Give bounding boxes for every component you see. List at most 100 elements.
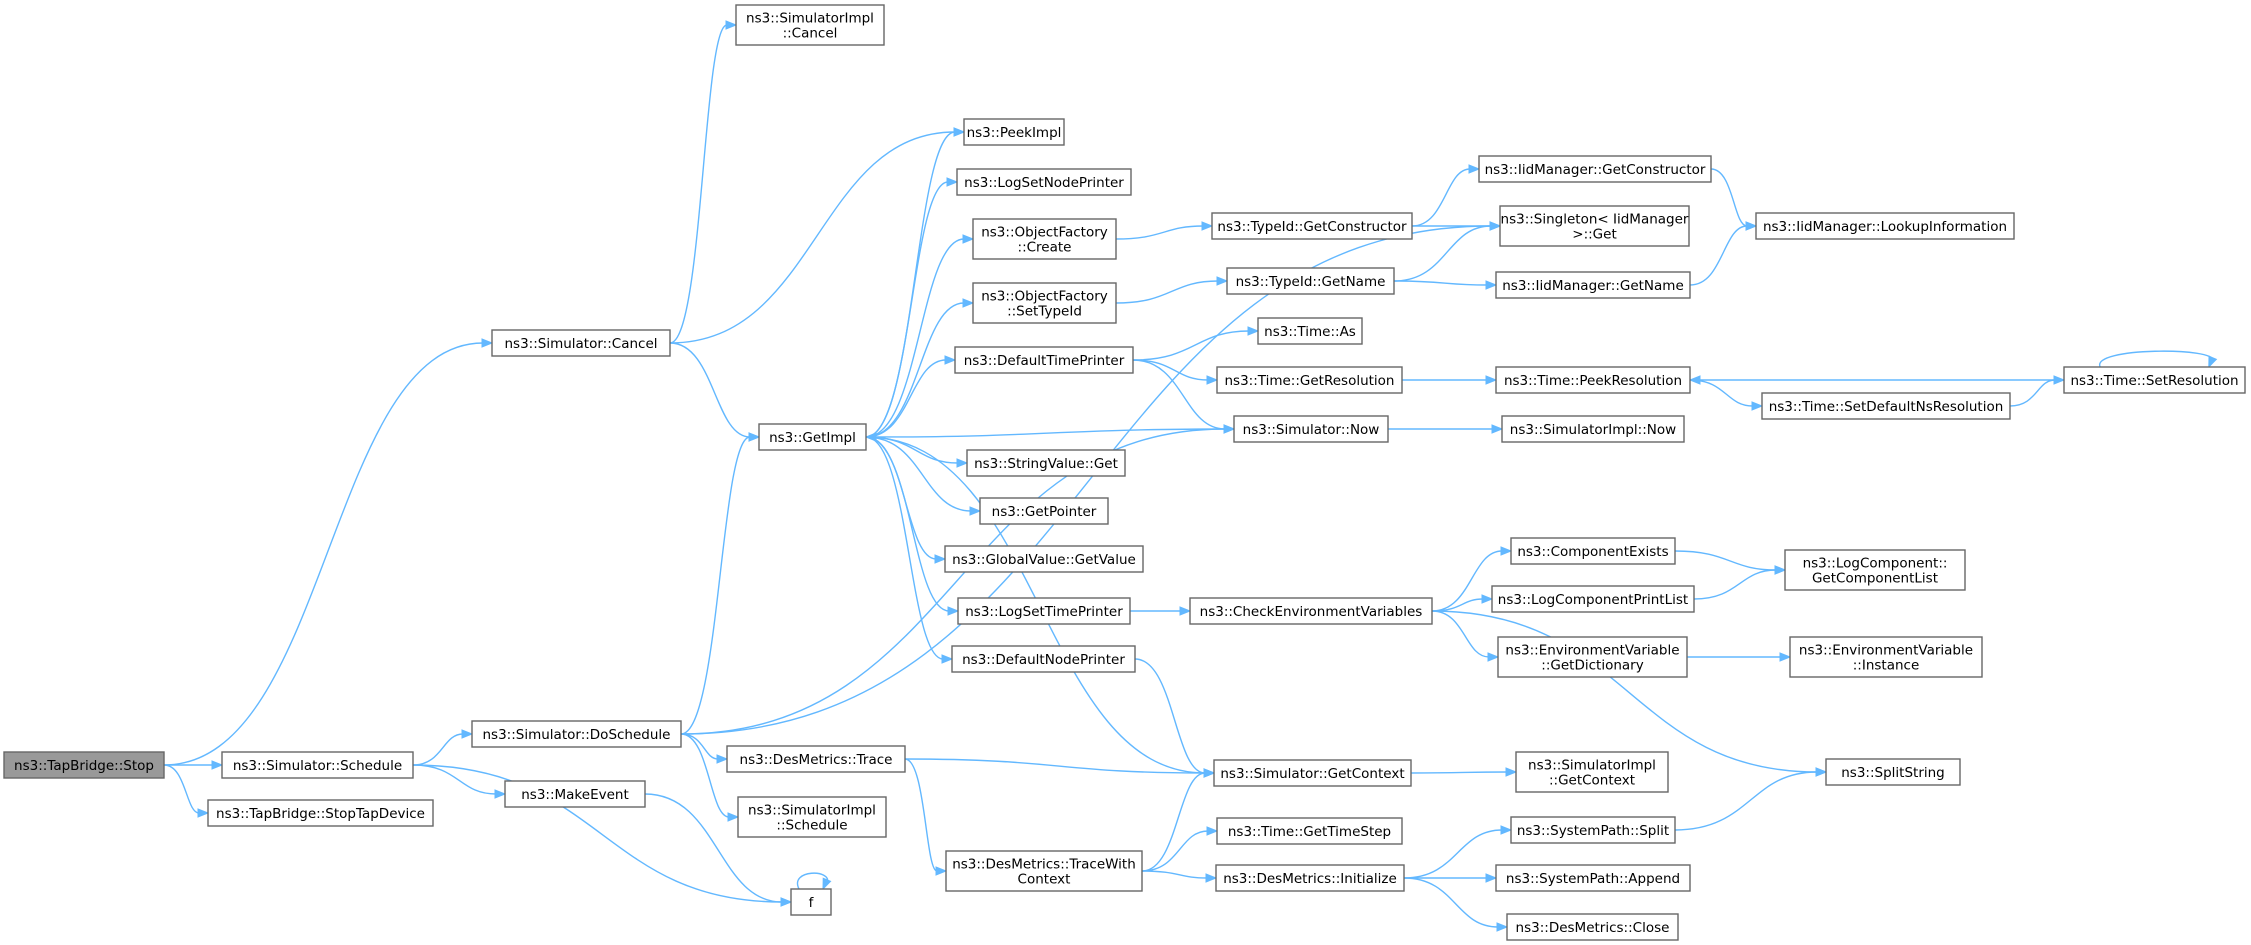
node-label: ns3::Time::SetResolution	[2070, 373, 2238, 389]
edge-sim-now-to-getimpl	[874, 428, 1235, 438]
edge-arrowhead	[944, 355, 957, 365]
node-getimpl[interactable]: ns3::GetImpl	[758, 423, 867, 451]
edge-arrowhead	[1485, 280, 1498, 290]
node-getpointer[interactable]: ns3::GetPointer	[979, 497, 1109, 525]
node-simimpl-getcontext[interactable]: ns3::SimulatorImpl::GetContext	[1515, 751, 1669, 793]
node-defaultnodeprinter[interactable]: ns3::DefaultNodePrinter	[951, 645, 1136, 673]
edge-sim-doschedule-to-singleton-get	[680, 225, 1492, 735]
node-box	[790, 888, 832, 916]
node-componentexists[interactable]: ns3::ComponentExists	[1510, 537, 1676, 565]
edge-getimpl-to-logsetnodeprinter	[865, 181, 949, 438]
node-label: ns3::GlobalValue::GetValue	[952, 552, 1136, 568]
node-systempath-append[interactable]: ns3::SystemPath::Append	[1495, 864, 1691, 892]
node-iidmanager-lookup[interactable]: ns3::IidManager::LookupInformation	[1755, 212, 2015, 240]
node-label: ns3::IidManager::LookupInformation	[1763, 219, 2007, 235]
node-simimpl-now[interactable]: ns3::SimulatorImpl::Now	[1501, 415, 1685, 443]
node-desmetrics-initialize[interactable]: ns3::DesMetrics::Initialize	[1215, 864, 1405, 892]
node-makeevent[interactable]: ns3::MakeEvent	[504, 780, 646, 808]
node-label: ns3::Time::SetDefaultNsResolution	[1769, 399, 2004, 415]
node-time-setdefaultns[interactable]: ns3::Time::SetDefaultNsResolution	[1761, 392, 2011, 420]
node-desmetrics-trace[interactable]: ns3::DesMetrics::Trace	[726, 745, 906, 773]
edge-arrowhead	[1774, 565, 1787, 575]
node-f[interactable]: f	[790, 888, 832, 916]
node-objfactory-create[interactable]: ns3::ObjectFactory::Create	[972, 218, 1117, 260]
node-stringvalue-get[interactable]: ns3::StringValue::Get	[966, 449, 1126, 477]
edge-sim-doschedule-to-getimpl	[680, 436, 751, 735]
node-label: ::GetDictionary	[1541, 658, 1643, 674]
node-box	[758, 423, 867, 451]
node-box	[1784, 549, 1966, 591]
node-label: ns3::DesMetrics::Trace	[740, 752, 893, 768]
node-time-getresolution[interactable]: ns3::Time::GetResolution	[1216, 366, 1403, 394]
edge-arrowhead	[1485, 375, 1498, 385]
node-defaulttimeprinter[interactable]: ns3::DefaultTimePrinter	[954, 346, 1134, 374]
node-splitstring[interactable]: ns3::SplitString	[1825, 758, 1961, 786]
node-checkenvvars[interactable]: ns3::CheckEnvironmentVariables	[1189, 597, 1433, 625]
node-objfactory-settypeid[interactable]: ns3::ObjectFactory::SetTypeId	[972, 282, 1117, 324]
node-sim-schedule[interactable]: ns3::Simulator::Schedule	[221, 751, 414, 779]
edge-objfactory-settypeid-to-typeid-getname	[1115, 280, 1219, 304]
edge-desmetrics-initialize-to-systempath-split	[1403, 829, 1503, 879]
edge-arrowhead	[1500, 825, 1513, 835]
node-sim-doschedule[interactable]: ns3::Simulator::DoSchedule	[471, 720, 682, 748]
node-typeid-getname[interactable]: ns3::TypeId::GetName	[1226, 267, 1395, 295]
node-desmetrics-close[interactable]: ns3::DesMetrics::Close	[1506, 913, 1679, 941]
edge-checkenvvars-to-splitstring	[1431, 610, 1818, 773]
edge-arrowhead	[1206, 826, 1219, 836]
node-box	[1515, 751, 1669, 793]
node-box	[972, 218, 1117, 260]
node-box	[954, 346, 1134, 374]
node-systempath-split[interactable]: ns3::SystemPath::Split	[1510, 816, 1676, 844]
node-label: ns3::SimulatorImpl	[748, 803, 876, 819]
node-time-gettimestep[interactable]: ns3::Time::GetTimeStep	[1216, 817, 1403, 845]
node-time-peekresolution[interactable]: ns3::Time::PeekResolution	[1495, 366, 1691, 394]
node-iidmanager-getconstructor[interactable]: ns3::IidManager::GetConstructor	[1478, 155, 1712, 183]
edge-arrowhead	[1203, 768, 1216, 778]
node-tapbridge-stop[interactable]: ns3::TapBridge::Stop	[3, 751, 165, 779]
edge-defaulttimeprinter-to-time-getresolution	[1132, 359, 1209, 381]
edge-logcomponentprintlist-to-logcomponent-getlist	[1693, 569, 1777, 600]
node-globalvalue-getvalue[interactable]: ns3::GlobalValue::GetValue	[944, 545, 1144, 573]
node-label: ns3::Simulator::GetContext	[1220, 766, 1404, 782]
node-typeid-getconstructor[interactable]: ns3::TypeId::GetConstructor	[1211, 212, 1413, 240]
node-label: ::Schedule	[776, 818, 847, 834]
edge-sim-schedule-to-makeevent	[412, 764, 497, 795]
node-label: ns3::PeekImpl	[967, 125, 1062, 141]
node-box	[207, 799, 434, 827]
edge-systempath-split-to-splitstring	[1674, 771, 1818, 831]
node-label: ns3::SimulatorImpl	[1528, 758, 1656, 774]
node-logsettimeprinter[interactable]: ns3::LogSetTimePrinter	[957, 597, 1131, 625]
node-simimpl-cancel[interactable]: ns3::SimulatorImpl::Cancel	[735, 4, 885, 46]
edge-defaulttimeprinter-to-sim-now	[1132, 359, 1226, 430]
node-box	[1211, 212, 1413, 240]
node-box	[1499, 205, 1690, 247]
node-label: ns3::SystemPath::Append	[1506, 871, 1680, 887]
node-time-as[interactable]: ns3::Time::As	[1257, 317, 1363, 345]
node-singleton-get[interactable]: ns3::Singleton< IidManager >::Get	[1499, 205, 1690, 247]
node-time-setresolution[interactable]: ns3::Time::SetResolution	[2063, 366, 2246, 394]
node-box	[956, 168, 1132, 196]
edge-typeid-getname-to-iidmanager-getname	[1393, 280, 1488, 286]
node-sim-cancel[interactable]: ns3::Simulator::Cancel	[491, 329, 671, 357]
node-label: GetComponentList	[1812, 571, 1938, 587]
node-peekimpl[interactable]: ns3::PeekImpl	[963, 118, 1065, 146]
node-simimpl-schedule[interactable]: ns3::SimulatorImpl::Schedule	[737, 796, 887, 838]
node-logcomponentprintlist[interactable]: ns3::LogComponentPrintList	[1491, 585, 1695, 613]
node-tapbridge-stoptap[interactable]: ns3::TapBridge::StopTapDevice	[207, 799, 434, 827]
edge-arrowhead	[461, 729, 474, 739]
node-logcomponent-getlist[interactable]: ns3::LogComponent::GetComponentList	[1784, 549, 1966, 591]
node-box	[1226, 267, 1395, 295]
node-sim-getcontext[interactable]: ns3::Simulator::GetContext	[1213, 759, 1412, 787]
edge-arrowhead	[1205, 873, 1218, 883]
edge-arrowhead	[946, 177, 959, 187]
node-sim-now[interactable]: ns3::Simulator::Now	[1233, 415, 1389, 443]
node-iidmanager-getname[interactable]: ns3::IidManager::GetName	[1495, 271, 1691, 299]
edge-typeid-getconstructor-to-iidmanager-getconstructor	[1411, 168, 1471, 227]
node-envvar-getdict[interactable]: ns3::EnvironmentVariable::GetDictionary	[1497, 636, 1688, 678]
edge-iidmanager-getconstructor-to-iidmanager-lookup	[1710, 168, 1748, 227]
node-envvar-instance[interactable]: ns3::EnvironmentVariable::Instance	[1789, 636, 1983, 678]
node-label: ::GetContext	[1549, 773, 1635, 789]
node-box	[1495, 864, 1691, 892]
node-logsetnodeprinter[interactable]: ns3::LogSetNodePrinter	[956, 168, 1132, 196]
